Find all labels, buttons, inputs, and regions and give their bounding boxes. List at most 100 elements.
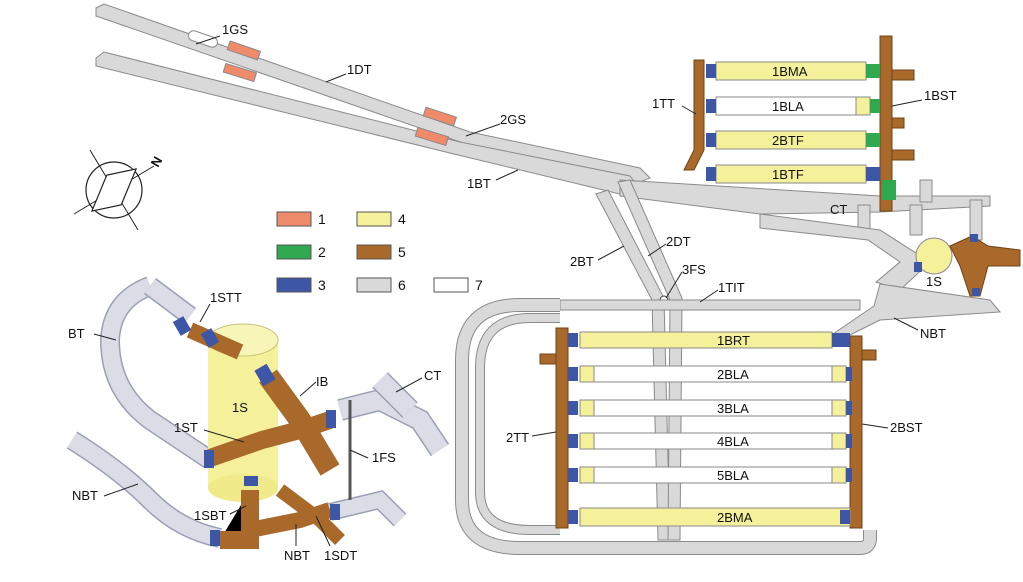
shaft-1bst-arm-b [891,117,905,129]
shaft-1tt [683,59,705,171]
plug-2bla-right [846,367,852,381]
label-1dt: 1DT [347,62,372,77]
iso-label-1sbt: 1SBT [194,508,227,523]
iso-label-nbt-left: NBT [72,488,98,503]
iso-plug-f [244,476,258,486]
iso-label-1fs: 1FS [372,450,396,465]
isometric-view [66,276,450,549]
iso-label-1sdt: 1SDT [324,548,357,563]
cavern-4bla-left [579,432,595,450]
shaft-2bst [849,335,863,529]
iso-plug-a [172,316,192,336]
cavern-4bla-right [831,432,847,450]
cavern-2bla-left [579,365,595,383]
leader-1tit [699,289,719,303]
label-2btf: 2BTF [772,133,804,148]
cavern-1brt [579,331,833,349]
leader-1tt [681,105,697,115]
shaft-2bst-arm [861,349,877,361]
label-3bla: 3BLA [717,401,749,416]
leader-nbt-left [103,483,139,497]
leader-1stt [199,303,211,323]
gate-2gs-a [422,106,458,127]
plug-1brt-left [568,333,578,347]
label-1bla: 1BLA [772,99,804,114]
compass-circle [85,161,143,219]
tunnel-ct [619,179,991,215]
shaft-1s-brown [949,235,1021,297]
legend-swatch-1 [276,211,312,227]
cavern-3bla [579,399,841,417]
label-2bma: 2BMA [717,510,753,525]
leader-1bst [891,99,923,107]
plug-1bla [870,99,880,113]
upper-powerhouse-complex [619,35,1021,341]
iso-lower-tunnel [328,491,406,526]
label-5bla: 5BLA [717,468,749,483]
plug-1bma [866,64,880,78]
plug-5bla-left [568,468,578,482]
lower-powerhouse-complex [455,298,877,555]
plug-2bma-right [840,510,850,524]
iso-label-1st: 1ST [174,420,198,435]
cavern-2bma [579,507,851,527]
label-1tit: 1TIT [718,280,745,295]
iso-1sdt [275,484,345,545]
plug-1s-b [970,234,978,242]
ct-stub-b [909,204,923,236]
label-1bt: 1BT [467,176,491,191]
iso-label-1stt: 1STT [210,290,242,305]
leader-ct [395,377,423,393]
label-nbt: NBT [920,326,946,341]
label-2bst: 2BST [890,420,923,435]
iso-plug-h [330,504,340,520]
shaft-1s-top [915,237,953,275]
iso-plug-b [200,328,220,348]
legend-swatch-6 [356,277,392,293]
compass-rose: N [73,149,165,231]
plug-1s-c [972,288,980,296]
label-1gs: 1GS [222,22,248,37]
plug-3bla-left [568,401,578,415]
shaft-2tt [555,327,569,529]
iso-labels: 1STT BT IB CT 1S 1ST 1FS NBT 1SBT NBT 1S… [68,290,441,563]
plug-1bst-base [882,180,896,200]
cavern-5bla-left [579,466,595,484]
leader-2gs [465,123,501,137]
loop-inner-outline [475,313,560,535]
leader-1bt [495,169,519,181]
cavern-5bla [579,466,841,484]
tunnel-1dt [95,3,651,183]
leader-1st [203,429,245,443]
legend-label-5: 5 [398,244,406,260]
plug-1btf [866,167,880,181]
tunnel-opening [188,30,218,48]
central-tunnels [559,179,861,541]
leader-lines [93,35,923,547]
tunnel-to-1s [759,213,931,291]
legend-label-6: 6 [398,277,406,293]
legend-label-3: 3 [318,277,326,293]
iso-plug-g [210,530,220,546]
leader-2tt [531,431,557,437]
upper-access-tunnels [95,3,651,197]
tunnel-nbt [828,283,1002,341]
gate-1gs-b [222,62,258,83]
shaft-1bst-arm-c [891,149,915,161]
plug-1bma-left [706,64,716,78]
iso-ct-top [373,373,417,417]
leader-1sbt [229,505,247,515]
shaft-2tt-arm [539,353,557,365]
loop-tunnel [456,299,876,554]
label-ct: CT [830,202,847,217]
leader-1fs [349,449,369,459]
loop-inner [476,314,560,534]
iso-plug-c [254,363,276,387]
leader-ib [299,381,317,397]
legend: 1 4 2 5 3 6 7 [276,211,483,293]
legend-label-7: 7 [475,277,483,293]
label-1brt: 1BRT [717,333,750,348]
legend-swatch-5 [356,244,392,260]
gate-2gs-b [414,126,450,147]
